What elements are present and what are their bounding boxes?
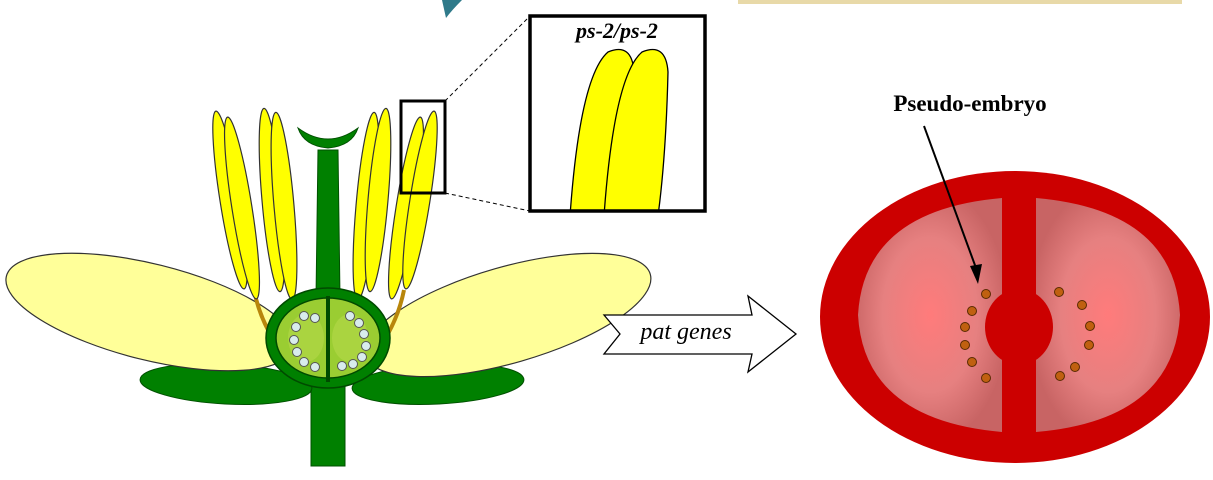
fruit-annotation-label: Pseudo-embryo [893, 91, 1046, 116]
ovule [361, 341, 371, 351]
flower-stem [310, 383, 346, 467]
pat-genes-arrow: pat genes [602, 294, 798, 374]
pseudo-embryo-dot [960, 340, 970, 350]
inset-anther-front [603, 48, 669, 211]
zoom-line-bottom [444, 192, 531, 212]
anther [364, 107, 392, 293]
pseudo-embryo-dot [1054, 287, 1064, 297]
ovule [345, 311, 355, 321]
pistil-stigma [297, 126, 359, 149]
ovule [354, 318, 364, 328]
anthers-right [352, 107, 438, 301]
ovule [291, 322, 301, 332]
ovules [289, 311, 371, 372]
pseudo-embryo-dot [967, 306, 977, 316]
ovule [337, 361, 347, 371]
anther [402, 110, 438, 290]
anther-inset: ps-2/ps-2 [528, 14, 707, 213]
zoom-callout [399, 15, 531, 212]
ovule [359, 329, 369, 339]
fruit: Pseudo-embryo [820, 91, 1210, 463]
ovule [357, 352, 367, 362]
anther [223, 116, 261, 300]
ovule [310, 313, 320, 323]
arrow-label: pat genes [638, 319, 731, 345]
pseudo-embryo-dot [1055, 371, 1065, 381]
zoom-box [399, 99, 447, 195]
annotation-arrow-line [923, 125, 977, 269]
inset-genotype-label: ps-2/ps-2 [574, 18, 658, 43]
top-decoration [442, 0, 1182, 18]
pseudo-embryo-dot [960, 322, 970, 332]
fruit-locule-left [858, 198, 1002, 432]
ovule [292, 347, 302, 357]
block-arrow [602, 294, 798, 374]
pseudo-embryos [960, 287, 1095, 383]
pseudo-embryo-dot [981, 373, 991, 383]
pseudo-embryo-dot [967, 357, 977, 367]
inset-frame [528, 14, 707, 213]
ovule [310, 362, 320, 372]
pseudo-embryo-dot [1077, 300, 1087, 310]
ovule [299, 357, 309, 367]
pseudo-embryo-dot [1084, 340, 1094, 350]
pseudo-embryo-dot [1070, 362, 1080, 372]
fruit-locule-right [1036, 198, 1180, 432]
pseudo-embryo-dot [981, 289, 991, 299]
anthers-left [212, 107, 298, 301]
ovule [348, 359, 358, 369]
ovule [289, 335, 299, 345]
pseudo-embryo-dot [1085, 321, 1095, 331]
pistil-style [315, 149, 341, 299]
ovule [299, 311, 309, 321]
flower [5, 107, 652, 467]
annotation-arrow-head [970, 264, 982, 284]
zoom-line-top [444, 15, 531, 102]
fruit-placenta [985, 289, 1053, 365]
